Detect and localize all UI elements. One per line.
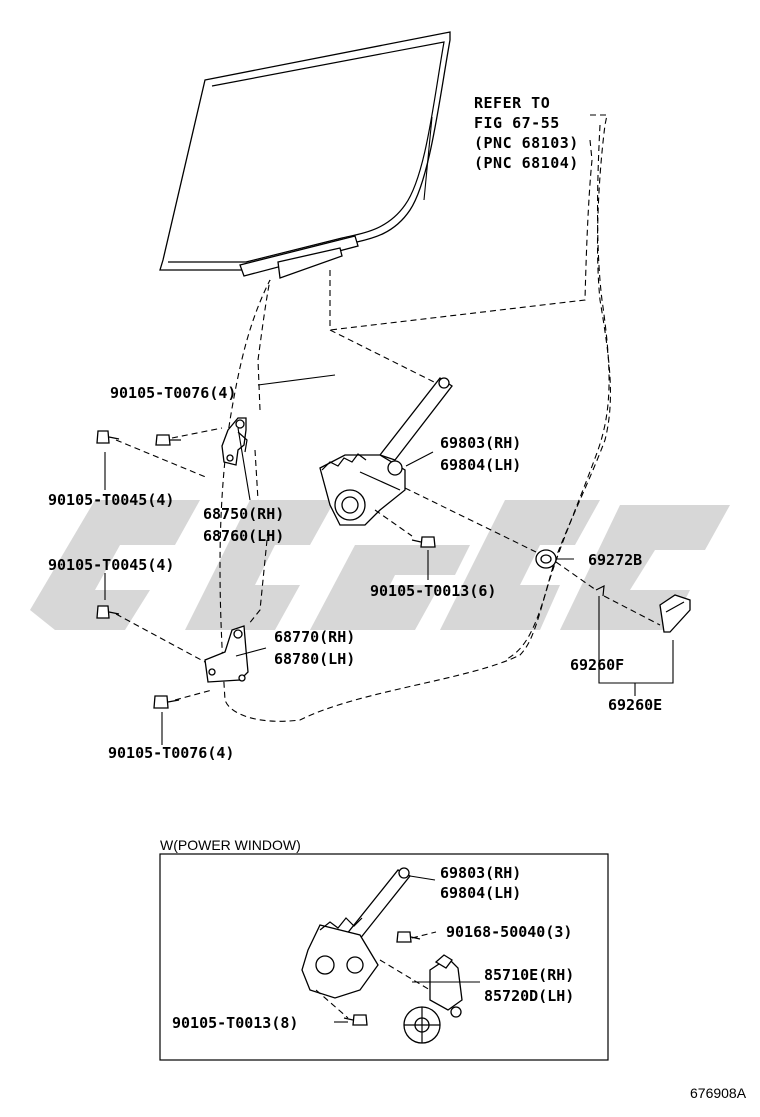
leader-lines [104,116,674,745]
label-regulator-rh: 69803(RH) [440,434,521,452]
label-hinge-lower-rh: 68770(RH) [274,628,355,646]
refer-line-2: FIG 67-55 [474,114,560,132]
inset-label-motor-lh: 85720D(LH) [484,987,574,1005]
inset-screw [396,931,421,943]
watermark [30,500,730,630]
label-hinge-upper-rh: 68750(RH) [203,505,284,523]
door-outline [219,114,611,722]
refer-line-4: (PNC 68104) [474,154,579,172]
label-bolt-bottom: 90105-T0076(4) [108,744,234,762]
label-bolt-left-upper: 90105-T0045(4) [48,491,174,509]
label-bolt-regulator: 90105-T0013(6) [370,582,496,600]
inset-label-motor-rh: 85710E(RH) [484,966,574,984]
refer-line-3: (PNC 68103) [474,134,579,152]
regulator-handle [595,584,691,633]
main-labels: REFER TO FIG 67-55 (PNC 68103) (PNC 6810… [48,94,662,762]
inset-label-screw: 90168-50040(3) [446,923,572,941]
upper-hinge [221,417,248,466]
grommet [535,549,557,569]
bolt-bottom [153,695,180,709]
inset-regulator [301,867,412,999]
inset-bolt [343,1014,368,1026]
bolts [96,430,436,709]
lower-hinge [204,625,249,683]
label-hinge-lower-lh: 68780(LH) [274,650,355,668]
label-handle-e: 69260E [608,696,662,714]
inset-label-regulator-lh: 69804(LH) [440,884,521,902]
inset-motor [403,954,463,1044]
inset-power-window: W(POWER WINDOW) 69 [159,837,609,1061]
label-bolt-left-mid: 90105-T0045(4) [48,556,174,574]
bolt-left-upper [96,430,120,444]
window-regulator [319,377,453,526]
bolt-regulator [411,536,436,548]
door-glass [159,31,451,279]
inset-label-bolt: 90105-T0013(8) [172,1014,298,1032]
bolt-top [155,434,181,446]
label-regulator-lh: 69804(LH) [440,456,521,474]
label-grommet: 69272B [588,551,642,569]
refer-line-1: REFER TO [474,94,550,112]
assembly-lines [115,427,661,701]
label-handle-f: 69260F [570,656,624,674]
figure-id: 676908A [690,1085,747,1101]
label-hinge-upper-lh: 68760(LH) [203,527,284,545]
inset-title: W(POWER WINDOW) [160,837,301,853]
bolt-left-mid [96,605,120,619]
inset-frame [159,853,609,1061]
label-bolt-top: 90105-T0076(4) [110,384,236,402]
inset-label-regulator-rh: 69803(RH) [440,864,521,882]
